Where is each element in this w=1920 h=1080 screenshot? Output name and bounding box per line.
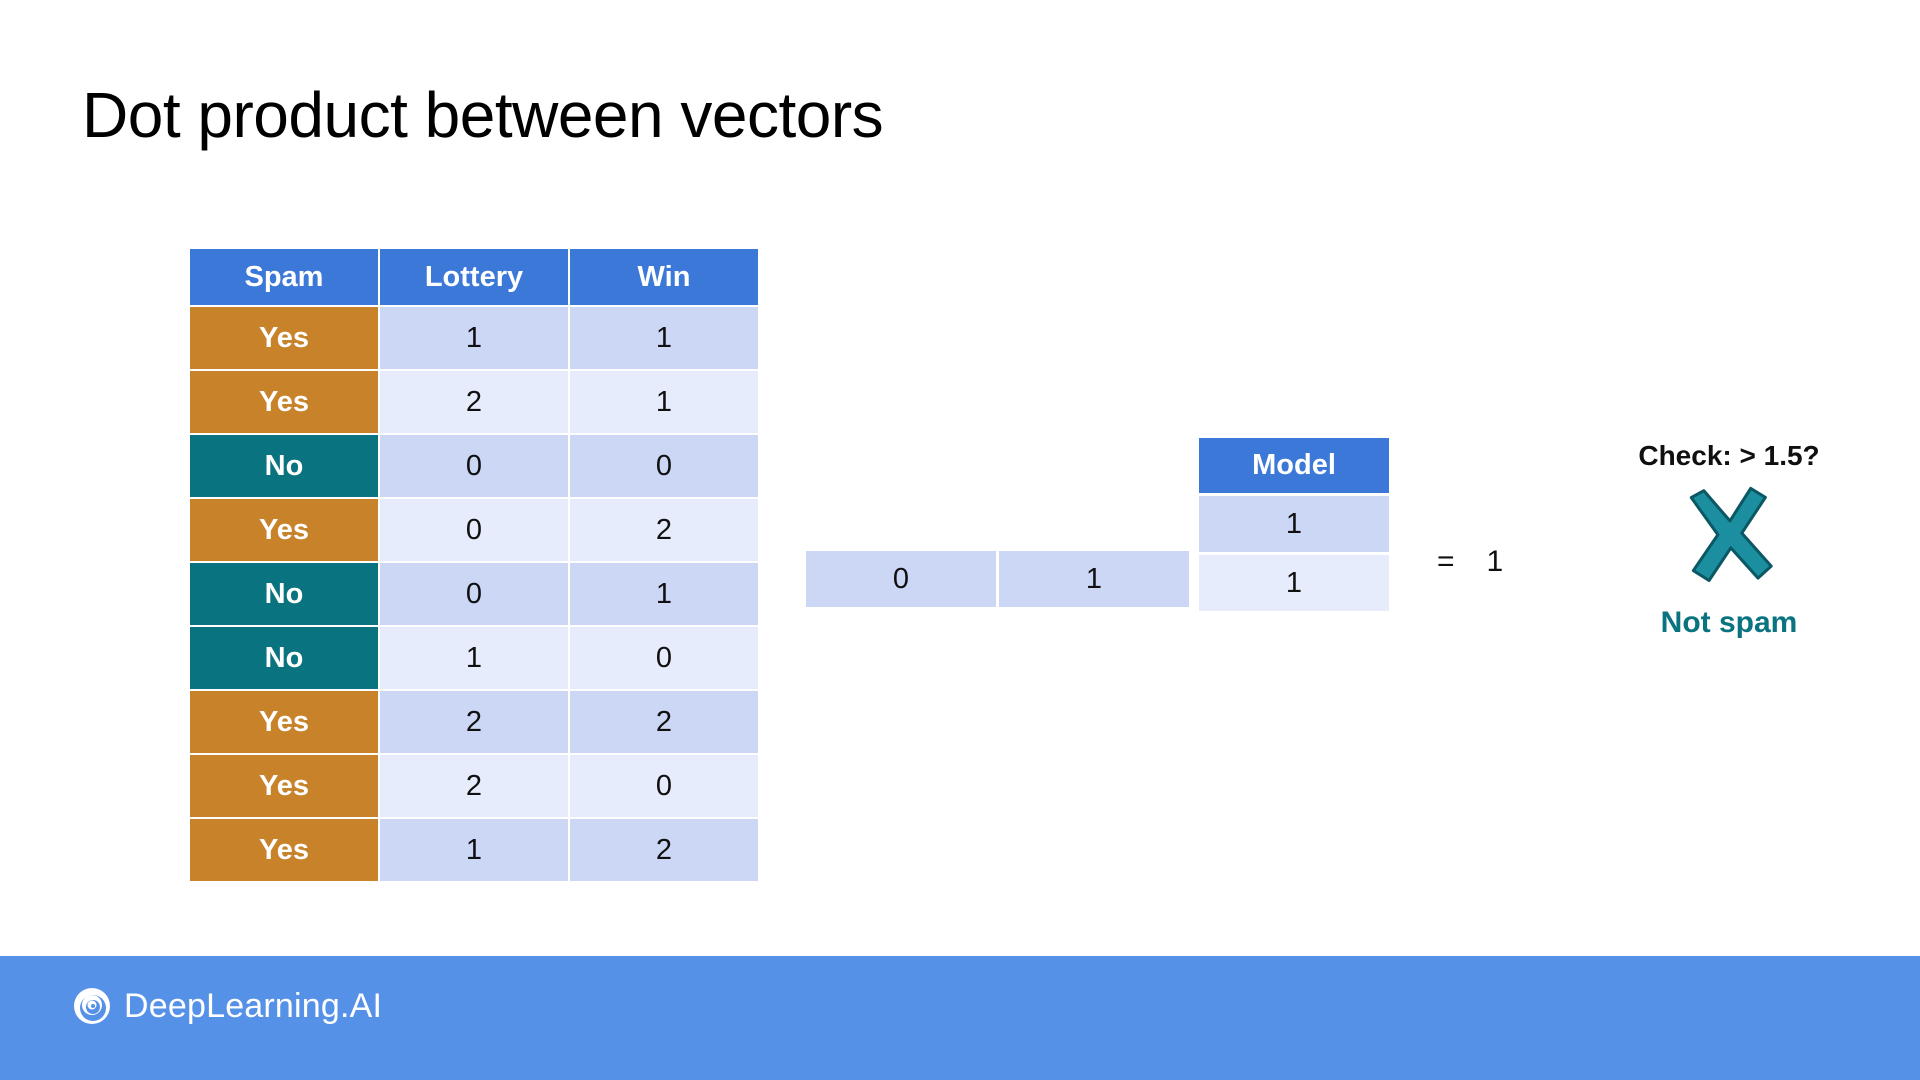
cell-spam: Yes: [190, 307, 378, 369]
cell-spam: Yes: [190, 755, 378, 817]
deeplearning-ai-logo-icon: [74, 988, 110, 1024]
footer-bar: DeepLearning.AI: [0, 956, 1920, 1080]
cell-lottery: 2: [380, 691, 568, 753]
cell-win: 0: [570, 627, 758, 689]
cell-spam: Yes: [190, 371, 378, 433]
cell-win: 0: [570, 755, 758, 817]
verdict-block: Check: > 1.5? Not spam: [1604, 440, 1854, 640]
cell-lottery: 2: [380, 371, 568, 433]
brand: DeepLearning.AI: [72, 986, 382, 1026]
page-title: Dot product between vectors: [82, 79, 884, 151]
cell-lottery: 1: [380, 819, 568, 881]
x-mark-container: [1604, 480, 1854, 592]
cell-spam: Yes: [190, 499, 378, 561]
cell-spam: No: [190, 563, 378, 625]
cell-win: 2: [570, 819, 758, 881]
cell-win: 1: [570, 307, 758, 369]
brand-name: DeepLearning.AI: [124, 986, 383, 1025]
cell-lottery: 1: [380, 627, 568, 689]
equation-result: = 1: [1437, 545, 1503, 579]
cell-lottery: 2: [380, 755, 568, 817]
cell-win: 2: [570, 691, 758, 753]
cell-lottery: 0: [380, 563, 568, 625]
check-threshold-label: Check: > 1.5?: [1638, 440, 1820, 471]
cell-win: 1: [570, 371, 758, 433]
dot-product-result: 1: [1486, 545, 1504, 578]
column-header-win: Win: [570, 249, 758, 305]
model-vector-cell: 1: [1199, 555, 1389, 611]
cell-spam: Yes: [190, 819, 378, 881]
cell-spam: Yes: [190, 691, 378, 753]
cell-lottery: 0: [380, 499, 568, 561]
cell-lottery: 1: [380, 307, 568, 369]
input-vector-cell: 1: [999, 551, 1189, 607]
column-header-spam: Spam: [190, 249, 378, 305]
verdict-label: Not spam: [1660, 606, 1798, 639]
cell-win: 2: [570, 499, 758, 561]
column-header-lottery: Lottery: [380, 249, 568, 305]
cell-lottery: 0: [380, 435, 568, 497]
input-vector-cell: 0: [806, 551, 996, 607]
cell-win: 1: [570, 563, 758, 625]
x-mark-icon: [1689, 486, 1773, 582]
model-vector-cell: 1: [1199, 496, 1389, 552]
model-vector-header: Model: [1199, 438, 1389, 493]
table-header-row: Spam Lottery Win: [190, 249, 758, 305]
cell-spam: No: [190, 627, 378, 689]
cell-win: 0: [570, 435, 758, 497]
cell-spam: No: [190, 435, 378, 497]
equals-sign: =: [1437, 545, 1455, 578]
